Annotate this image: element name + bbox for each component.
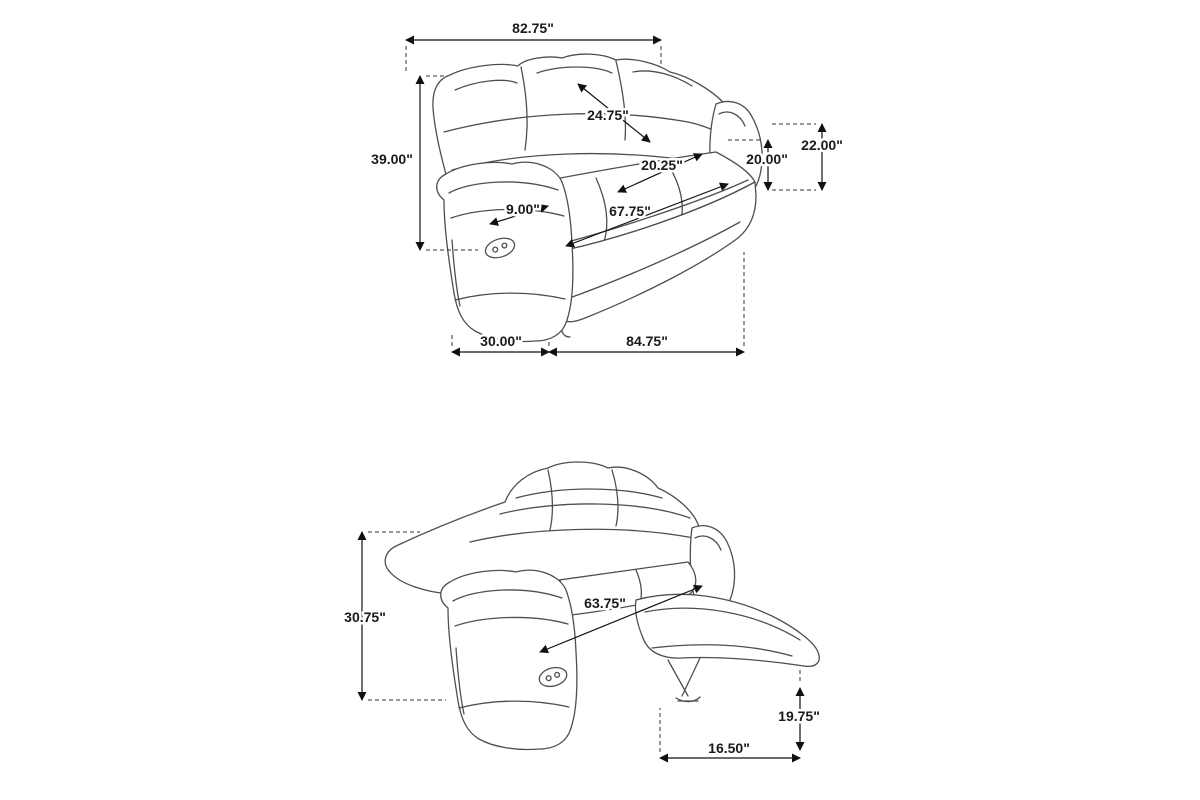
dim-seat-depth-label: 20.25"	[641, 157, 683, 173]
dim-arm-depth-label: 30.00"	[480, 333, 522, 349]
dim-seat-height-label: 20.00"	[746, 151, 788, 167]
dim-footrest-height: 19.75"	[776, 670, 822, 751]
dim-reclined-height-label: 30.75"	[344, 609, 386, 625]
power-button-icon	[484, 237, 516, 259]
dim-body-width: 84.75"	[548, 252, 745, 357]
sofa-reclined-left-arm	[440, 569, 578, 751]
dim-footrest-depth: 16.50"	[659, 708, 801, 763]
dim-back-height: 39.00"	[369, 75, 478, 251]
dim-reclined-seat-length-label: 63.75"	[584, 595, 626, 611]
dim-seat-width-label: 67.75"	[609, 203, 651, 219]
dim-reclined-seat-length: 63.75"	[539, 584, 703, 654]
dim-arm-height-label: 22.00"	[801, 137, 843, 153]
dim-arm-depth: 30.00"	[451, 331, 550, 357]
dim-reclined-height: 30.75"	[342, 531, 446, 701]
sofa-upright-drawing	[432, 53, 763, 343]
dim-footrest-depth-label: 16.50"	[708, 740, 750, 756]
sofa-reclined-footrest	[634, 593, 820, 668]
dim-arm-width: 9.00"	[489, 199, 549, 226]
dim-seat-depth: 20.25"	[617, 153, 703, 193]
dim-seat-width: 67.75"	[565, 182, 729, 248]
power-button-icon	[538, 666, 568, 688]
reclined-dimensions: 30.75" 63.75" 19.75" 16.50"	[342, 531, 822, 763]
dim-overall-width-label: 82.75"	[512, 20, 554, 36]
dim-back-height-label: 39.00"	[371, 151, 413, 167]
upright-dimensions: 82.75" 39.00" 24.75" 20.25" 22.00"	[369, 18, 845, 357]
dim-seat-height: 20.00"	[728, 139, 790, 191]
dim-back-diagonal: 24.75"	[577, 83, 651, 143]
dim-arm-width-label: 9.00"	[506, 201, 540, 217]
dim-body-width-label: 84.75"	[626, 333, 668, 349]
dim-back-diagonal-label: 24.75"	[587, 107, 629, 123]
recline-mechanism	[667, 657, 701, 703]
dim-arm-height: 22.00"	[772, 123, 845, 191]
dim-footrest-height-label: 19.75"	[778, 708, 820, 724]
dim-overall-width: 82.75"	[405, 18, 662, 74]
